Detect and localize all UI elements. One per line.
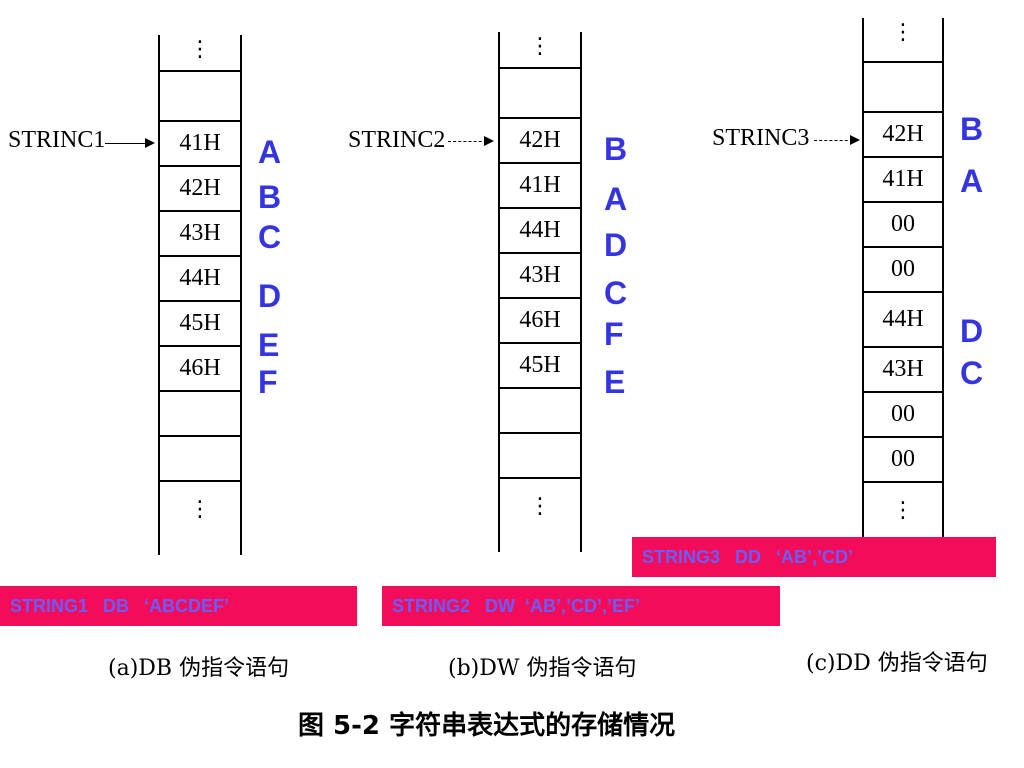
memory-cell: 44H <box>500 209 580 254</box>
memory-cell: 46H <box>500 299 580 344</box>
memory-cell: 45H <box>160 302 240 347</box>
memory-cell <box>160 392 240 437</box>
figure-caption: (b)DW 伪指令语句 <box>448 656 637 681</box>
char-label: D <box>604 227 628 263</box>
memory-cell: 44H <box>160 257 240 302</box>
char-label: E <box>604 364 626 400</box>
memory-cell: 43H <box>864 348 942 393</box>
char-label: C <box>258 219 282 255</box>
memory-cell <box>500 389 580 434</box>
char-label: A <box>960 163 984 199</box>
memory-cell: 00 <box>864 203 942 248</box>
figure-caption: (c)DD 伪指令语句 <box>806 651 988 676</box>
char-label: A <box>604 181 628 217</box>
pointer-arrow <box>448 136 494 146</box>
memory-cell: 43H <box>160 212 240 257</box>
directive-band: STRING1 DB ‘ABCDEF’ <box>0 586 357 626</box>
figure-title: 图 5-2 字符串表达式的存储情况 <box>298 711 676 741</box>
memory-cell: 41H <box>864 158 942 203</box>
memory-cell: 42H <box>864 113 942 158</box>
bottom-ellipsis: ⋮ <box>892 498 914 523</box>
char-label: F <box>604 316 624 352</box>
memory-cell: 41H <box>160 122 240 167</box>
char-label: C <box>960 355 984 391</box>
figure-caption: (a)DB 伪指令语句 <box>108 656 290 681</box>
memory-cell-top-border <box>864 18 942 63</box>
bottom-ellipsis: ⋮ <box>189 497 211 522</box>
char-label: F <box>258 364 278 400</box>
pointer-label: STRINC1 <box>8 127 106 153</box>
memory-column-a: ⋮ 41H 42H 43H 44H 45H 46H ⋮ <box>158 35 242 555</box>
char-label: B <box>258 179 282 215</box>
char-label: C <box>604 275 628 311</box>
directive-band: STRING2 DW ‘AB’,’CD’,’EF’ <box>382 586 780 626</box>
directive-band: STRING3 DD ‘AB’,’CD’ <box>632 537 996 577</box>
memory-column-b: ⋮ 42H 41H 44H 43H 46H 45H ⋮ <box>498 32 582 552</box>
char-label: A <box>258 134 282 170</box>
bottom-ellipsis: ⋮ <box>529 494 551 519</box>
memory-cell: 45H <box>500 344 580 389</box>
memory-cell <box>500 69 580 119</box>
memory-cell: 44H <box>864 293 942 348</box>
char-label: B <box>604 131 628 167</box>
pointer-arrow <box>105 138 155 148</box>
memory-column-c: ⋮ 42H 41H 00 00 44H 43H 00 00 ⋮ <box>862 18 944 543</box>
memory-cell: 41H <box>500 164 580 209</box>
char-label: D <box>960 313 984 349</box>
memory-cell: 43H <box>500 254 580 299</box>
pointer-arrow <box>814 135 860 145</box>
memory-cell-top-border <box>160 35 240 72</box>
memory-cell: 46H <box>160 347 240 392</box>
memory-cell-top-border <box>500 32 580 69</box>
pointer-label: STRINC2 <box>348 127 446 153</box>
memory-cell: 00 <box>864 393 942 438</box>
memory-cell: 00 <box>864 438 942 483</box>
char-label: D <box>258 278 282 314</box>
memory-cell <box>864 63 942 113</box>
memory-cell <box>160 72 240 122</box>
memory-cell: 00 <box>864 248 942 293</box>
pointer-label: STRINC3 <box>712 125 810 151</box>
memory-cell <box>160 437 240 482</box>
char-label: B <box>960 111 984 147</box>
memory-cell: 42H <box>160 167 240 212</box>
memory-cell: 42H <box>500 119 580 164</box>
memory-cell <box>500 434 580 479</box>
char-label: E <box>258 327 280 363</box>
